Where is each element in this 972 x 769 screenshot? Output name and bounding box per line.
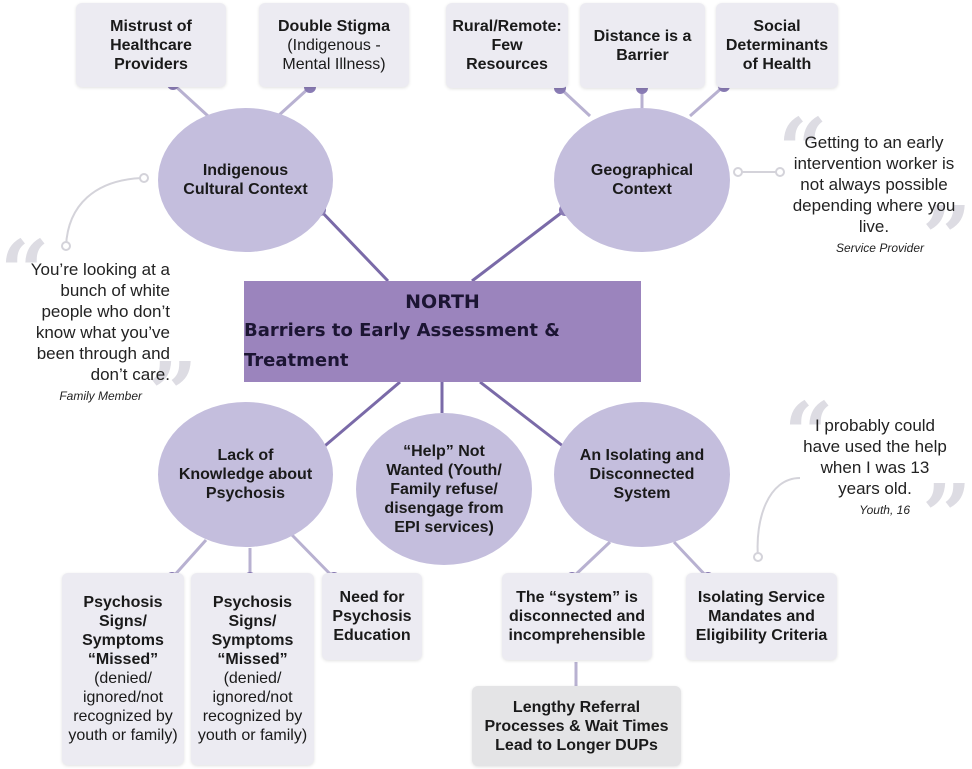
box-mistrust: Mistrust of Healthcare Providers <box>76 3 226 87</box>
connector-geo-center <box>471 208 566 283</box>
box-education-text: Need for Psychosis Education <box>332 589 412 644</box>
box-missed-1: Psychosis Signs/ Symptoms “Missed” (deni… <box>62 573 184 765</box>
box-missed-2: Psychosis Signs/ Symptoms “Missed” (deni… <box>191 573 314 765</box>
quote-close-mark-provider: ” <box>922 188 972 289</box>
box-missed-2-sub: (denied/ ignored/not recognized by youth… <box>197 670 308 744</box>
quote-open-mark-family: “ <box>0 222 50 323</box>
box-missed-2-title: Psychosis Signs/ Symptoms “Missed” <box>211 594 294 668</box>
ellipse-help: “Help” Not Wanted (Youth/ Family refuse/… <box>356 413 532 565</box>
quote-open-mark-youth: “ <box>784 384 834 485</box>
quote-tail-group <box>65 171 801 558</box>
ellipse-indigenous: Indigenous Cultural Context <box>158 108 333 252</box>
quote-youth-text: I probably could have used the help when… <box>803 416 947 498</box>
ellipse-isolating: An Isolating and Disconnected System <box>554 402 730 547</box>
quote-family-attribution: Family Member <box>59 389 142 403</box>
spoke-double <box>276 85 312 118</box>
ellipse-knowledge-label: Lack of Knowledge about Psychosis <box>178 447 313 502</box>
box-missed-1-sub: (denied/ ignored/not recognized by youth… <box>68 670 178 744</box>
box-double-stigma-title: Double Stigma <box>277 17 390 35</box>
spoke-rural <box>558 86 592 118</box>
connector-isolating-center <box>479 380 569 452</box>
box-distance-text: Distance is a Barrier <box>593 27 692 64</box>
box-mandates: Isolating Service Mandates and Eligibili… <box>686 573 837 660</box>
box-missed-1-title: Psychosis Signs/ Symptoms “Missed” <box>82 594 164 668</box>
quote-provider-text: Getting to an early intervention worker … <box>792 133 956 236</box>
ring-provider-start <box>733 167 743 177</box>
ellipse-help-label: “Help” Not Wanted (Youth/ Family refuse/… <box>384 442 504 536</box>
ellipse-knowledge: Lack of Knowledge about Psychosis <box>158 402 333 547</box>
connector-knowledge-center <box>319 380 401 452</box>
quote-close-mark-youth: ” <box>922 466 972 567</box>
connector-group <box>318 208 569 452</box>
center-title-line2: Barriers to Early Assessment & Treatment <box>244 319 560 371</box>
ellipse-geographical-label: Geographical Context <box>590 162 694 198</box>
box-distance: Distance is a Barrier <box>580 3 705 88</box>
spoke-mistrust <box>171 82 210 118</box>
connector-indigenous-center <box>318 208 390 283</box>
quote-provider-attribution: Service Provider <box>835 241 924 255</box>
spoke-system <box>570 540 612 580</box>
box-referral: Lengthy Referral Processes & Wait Times … <box>472 686 681 766</box>
box-system-text: The “system” is disconnected and incompr… <box>508 589 646 644</box>
box-education: Need for Psychosis Education <box>322 573 422 660</box>
center-title-line1: NORTH <box>405 290 480 313</box>
quote-family: You’re looking at a bunch of white peopl… <box>18 259 170 405</box>
box-double-stigma-sub: (Indigenous - Mental Illness) <box>282 36 386 73</box>
box-mistrust-text: Mistrust of Healthcare Providers <box>110 17 192 73</box>
ellipse-indigenous-label: Indigenous Cultural Context <box>183 162 308 198</box>
spoke-education <box>290 533 336 580</box>
box-double-stigma: Double Stigma (Indigenous - Mental Illne… <box>259 3 409 87</box>
box-rural-text: Rural/Remote: Few Resources <box>452 18 562 73</box>
ring-provider-end <box>775 167 785 177</box>
spoke-mandates <box>672 540 710 580</box>
box-rural: Rural/Remote: Few Resources <box>446 3 568 88</box>
spoke-social <box>689 84 725 118</box>
ring-family-start <box>61 241 71 251</box>
quote-tail-rings <box>61 167 785 562</box>
box-referral-text: Lengthy Referral Processes & Wait Times … <box>484 698 669 754</box>
ring-youth-start <box>753 552 763 562</box>
box-mandates-text: Isolating Service Mandates and Eligibili… <box>695 589 828 644</box>
quote-family-text: You’re looking at a bunch of white peopl… <box>30 260 170 384</box>
spoke-missed1 <box>170 538 208 580</box>
quote-tail-family <box>65 177 143 247</box>
quote-open-mark-provider: “ <box>778 100 828 201</box>
quote-tail-youth <box>756 477 801 558</box>
ellipse-isolating-label: An Isolating and Disconnected System <box>579 447 705 502</box>
box-system: The “system” is disconnected and incompr… <box>502 573 652 660</box>
box-social-text: Social Determinants of Health <box>725 18 829 73</box>
quote-provider: Getting to an early intervention worker … <box>788 132 960 257</box>
box-social: Social Determinants of Health <box>716 3 838 88</box>
quote-youth-attribution: Youth, 16 <box>859 503 910 517</box>
center-title-box: NORTH Barriers to Early Assessment & Tre… <box>244 281 641 382</box>
ellipse-geographical: Geographical Context <box>554 108 730 252</box>
ring-family-end <box>139 173 149 183</box>
quote-youth: I probably could have used the help when… <box>800 415 950 519</box>
